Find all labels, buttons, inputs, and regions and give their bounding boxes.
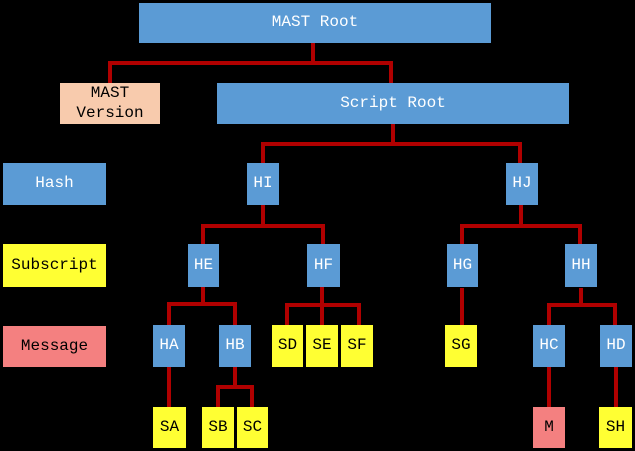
connector-hh-stem [579, 288, 583, 305]
connector-hc-drop [547, 303, 551, 325]
connector-hc-m-line [547, 367, 551, 407]
connector-hf-drop [321, 224, 325, 245]
connector-hb-stem [233, 367, 237, 386]
node-he: HE [188, 244, 219, 287]
node-hj: HJ [506, 163, 538, 205]
node-hb: HB [219, 325, 251, 367]
node-sc: SC [237, 407, 268, 448]
node-se: SE [306, 325, 338, 367]
node-sa: SA [153, 407, 186, 448]
connector-hg-drop [460, 224, 464, 244]
node-sb: SB [202, 407, 234, 448]
legend-subscript: Subscript [3, 244, 106, 287]
connector-hh-bar [547, 303, 617, 307]
connector-hf-bar [285, 303, 361, 307]
connector-hd-drop [613, 303, 617, 325]
connector-hi-drop [261, 142, 265, 163]
connector-he-bar [167, 302, 237, 306]
node-hg: HG [447, 244, 478, 287]
connector-hg-sg-line [460, 288, 464, 325]
connector-hj-drop [518, 142, 522, 164]
connector-he-stem [201, 287, 205, 305]
connector-hh-drop [578, 224, 582, 244]
legend-hash: Hash [3, 163, 106, 205]
connector-sd-drop [285, 303, 289, 325]
node-mast-root: MAST Root [139, 3, 491, 43]
connector-sf-drop [357, 303, 361, 325]
node-hh: HH [565, 244, 597, 287]
connector-sc-drop [250, 385, 254, 407]
connector-ha-drop [167, 302, 171, 325]
connector-sb-drop [216, 385, 220, 407]
connector-hj-stem [519, 205, 523, 226]
node-hd: HD [600, 325, 632, 367]
connector-mastroot-bar [108, 61, 393, 65]
connector-he-drop [201, 224, 205, 244]
node-sd: SD [272, 325, 303, 367]
connector-scriptroot-stem [391, 123, 395, 144]
node-sg: SG [445, 325, 477, 367]
node-m: M [533, 407, 565, 448]
node-hf: HF [307, 244, 340, 287]
node-ha: HA [153, 325, 185, 367]
connector-hj-bar [460, 224, 582, 228]
node-hc: HC [533, 325, 565, 367]
node-hi: HI [247, 163, 279, 205]
connector-mastroot-stem [311, 43, 315, 63]
legend-message: Message [3, 326, 106, 367]
node-mast-version: MAST Version [60, 83, 160, 124]
connector-scriptroot-drop [389, 61, 393, 83]
connector-mastversion-drop [108, 61, 112, 83]
node-sh: SH [599, 407, 632, 448]
node-sf: SF [341, 325, 373, 367]
connector-hb-bar [216, 385, 254, 389]
connector-hb-drop [233, 302, 237, 325]
connector-hi-bar [201, 224, 325, 228]
node-script-root: Script Root [217, 83, 569, 124]
connector-hi-stem [261, 205, 265, 226]
connector-hd-sh-line [614, 367, 618, 407]
connector-ha-sa-line [167, 367, 171, 407]
connector-scriptroot-bar [261, 142, 522, 146]
